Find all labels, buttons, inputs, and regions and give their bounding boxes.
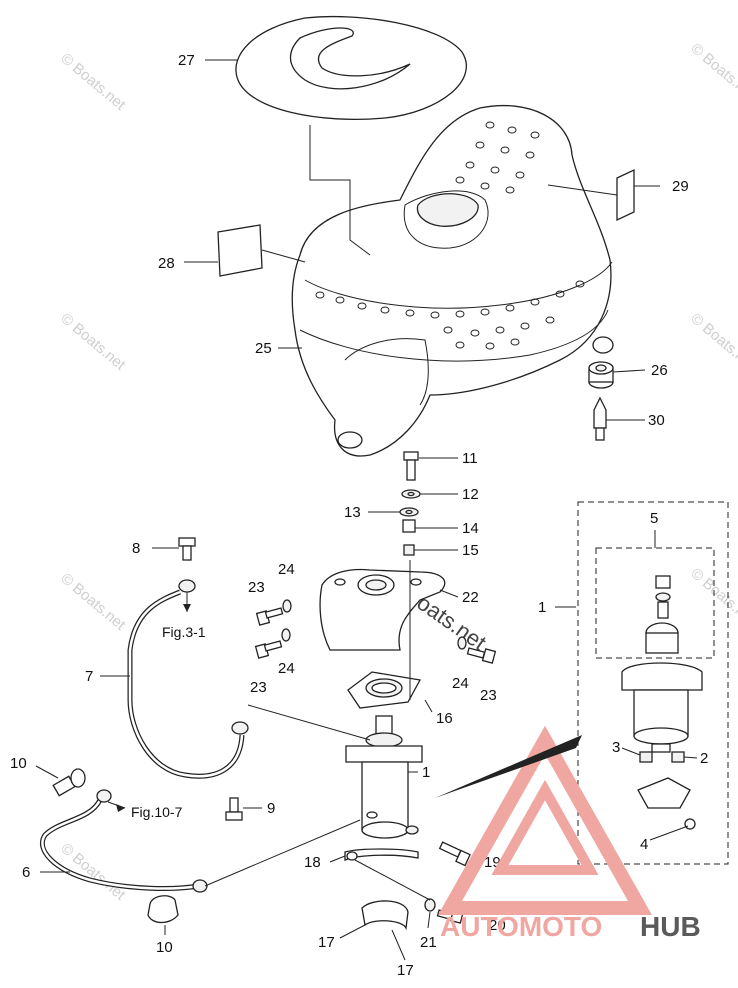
gasket-16 — [347, 671, 422, 709]
automotohub-logo: AUTOMOTO HUB — [435, 725, 701, 942]
watermark-text: © Boats.net — [687, 565, 738, 629]
label-3: 3 — [612, 739, 620, 756]
label-17a: 17 — [318, 934, 335, 951]
flywheel-cover-25 — [291, 104, 614, 457]
cable-terminal-7 — [178, 579, 196, 593]
label-10-lower: 10 — [156, 939, 173, 956]
label-23b: 23 — [250, 679, 267, 696]
label-5: 5 — [650, 510, 658, 527]
label-7: 7 — [85, 668, 93, 685]
label-12: 12 — [462, 486, 479, 503]
bolt-19 — [438, 841, 471, 867]
cable-terminal-7-end — [231, 721, 249, 735]
label-25: 25 — [255, 340, 272, 357]
label-1-main: 1 — [422, 764, 430, 781]
label-13: 13 — [344, 504, 361, 521]
logo-triangle — [438, 725, 652, 915]
bolt-23-upper — [255, 607, 284, 626]
watermark-text: © Boats.net — [687, 310, 738, 374]
label-18: 18 — [304, 854, 321, 871]
watermark-text: © Boats.net — [57, 570, 129, 634]
label-1-box: 1 — [538, 599, 546, 616]
label-22: 22 — [462, 589, 479, 606]
cable-6-terminal-end — [192, 879, 208, 893]
label-30: 30 — [648, 412, 665, 429]
cover-holes — [315, 121, 585, 350]
logo-text-automoto: AUTOMOTO — [440, 911, 602, 942]
label-27: 27 — [178, 52, 195, 69]
label-24c: 24 — [452, 675, 469, 692]
logo-triangle-inner — [491, 779, 599, 875]
cable-6-terminal — [96, 789, 112, 803]
brush-holder — [637, 777, 691, 809]
label-11: 11 — [462, 450, 478, 467]
watermark-text: © Boats.net — [687, 40, 738, 104]
part-labels: 27 28 29 25 26 30 11 12 13 14 15 22 5 1 … — [10, 52, 708, 979]
washer-24-lower — [281, 628, 291, 642]
washer-24-upper — [282, 599, 292, 613]
ref-arrow-fig10 — [116, 804, 125, 812]
bolt-23-right — [466, 647, 497, 664]
ref-fig3-1: Fig.3-1 — [162, 624, 206, 640]
band-18 — [344, 848, 419, 861]
label-20: 20 — [489, 917, 506, 934]
decal-27 — [235, 15, 468, 121]
label-6: 6 — [22, 864, 30, 881]
label-29: 29 — [672, 178, 689, 195]
cap-10-lower — [147, 895, 179, 924]
washer-21 — [424, 898, 436, 912]
label-23c: 23 — [480, 687, 497, 704]
starter-motor-exploded — [621, 575, 703, 753]
washer-13 — [399, 507, 419, 517]
ref-arrow-fig3 — [183, 604, 191, 612]
band-17 — [361, 900, 409, 931]
washer-24-right — [457, 636, 467, 650]
label-2: 2 — [700, 750, 708, 767]
watermark-text: © Boats.net — [57, 50, 129, 114]
decal-28 — [217, 224, 263, 277]
starter-bracket-22 — [319, 568, 446, 651]
watermark-text: © Boats.net — [57, 310, 129, 374]
starter-motor-1 — [345, 715, 423, 839]
label-28: 28 — [158, 255, 175, 272]
label-14: 14 — [462, 520, 479, 537]
label-16: 16 — [436, 710, 453, 727]
collar-30 — [593, 396, 607, 441]
logo-slash — [435, 735, 582, 798]
spring-4 — [684, 818, 696, 830]
label-24a: 24 — [278, 561, 295, 578]
decal-29 — [616, 168, 635, 222]
label-15: 15 — [462, 542, 479, 559]
nut-15 — [403, 544, 415, 556]
label-9: 9 — [267, 800, 275, 817]
label-17b: 17 — [397, 962, 414, 979]
ref-fig10-7: Fig.10-7 — [131, 804, 183, 820]
assembly-box-1 — [577, 501, 729, 865]
assembly-box-5 — [595, 547, 715, 659]
label-24b: 24 — [278, 660, 295, 677]
bolt-8 — [178, 537, 196, 561]
leader-lines — [35, 59, 698, 961]
brush-2 — [671, 751, 685, 763]
label-10-upper: 10 — [10, 755, 27, 772]
bolt-23-lower — [254, 640, 283, 659]
logo-text-hub: HUB — [640, 911, 701, 942]
label-26: 26 — [651, 362, 668, 379]
grommet-26 — [588, 361, 614, 389]
cap-10-upper — [52, 768, 86, 797]
band-18-end — [346, 851, 358, 861]
bolt-9 — [225, 797, 243, 821]
label-4: 4 — [640, 836, 648, 853]
label-23a: 23 — [248, 579, 265, 596]
label-8: 8 — [132, 540, 140, 557]
washer-12 — [401, 489, 421, 499]
collar-14 — [402, 519, 416, 533]
label-21: 21 — [420, 934, 437, 951]
bolt-11 — [403, 451, 419, 481]
brush-3 — [639, 751, 653, 763]
